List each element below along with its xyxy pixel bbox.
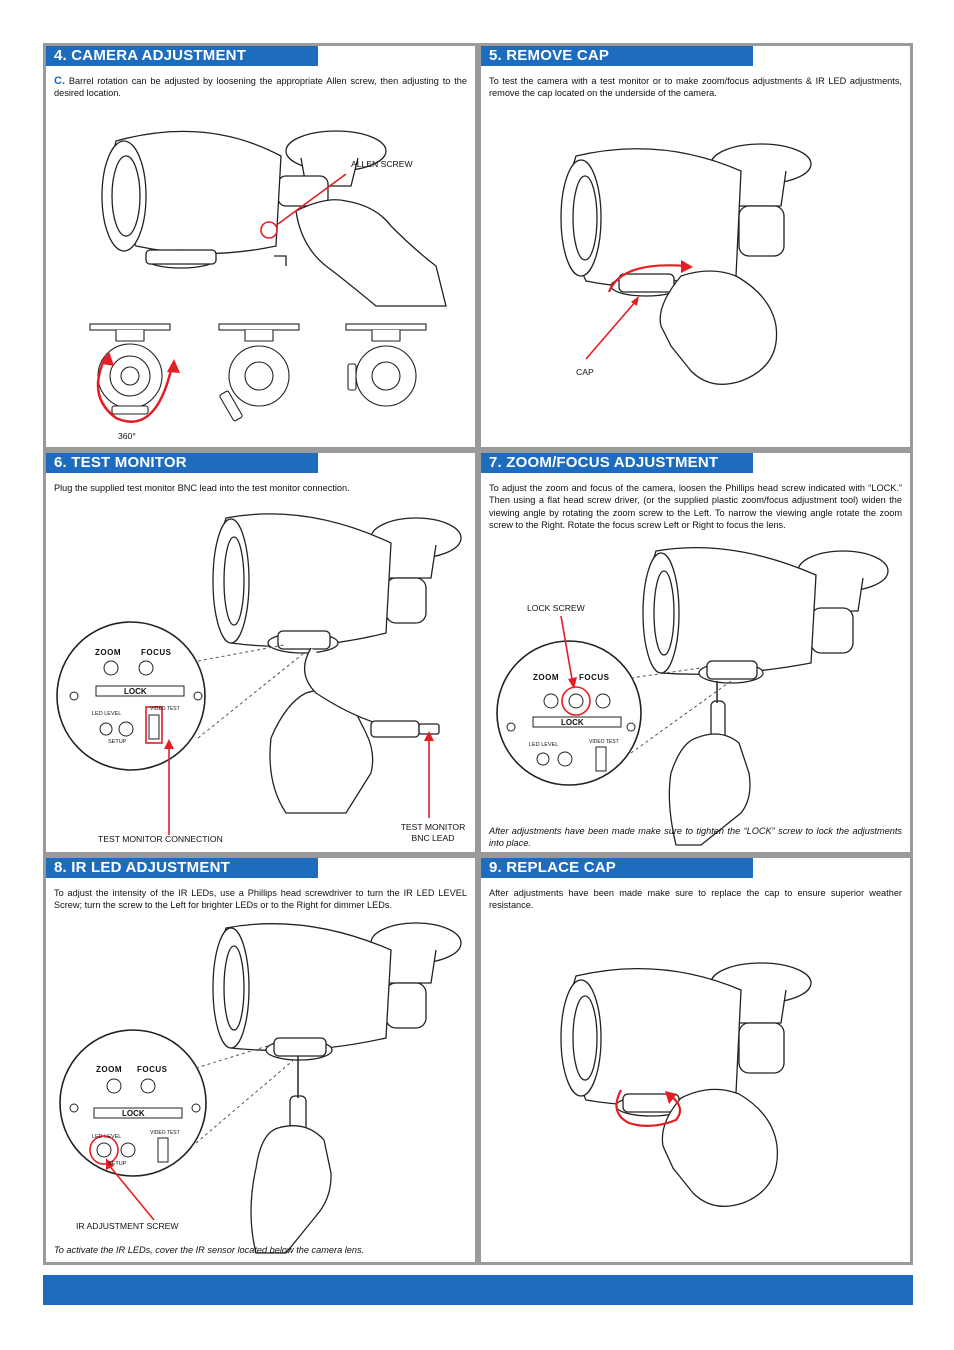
camera-illustration [59,922,462,1254]
camera-illustration [89,130,447,423]
cap-label: CAP [576,367,594,377]
lock-label: LOCK [124,687,147,696]
allen-screw-label: ALLEN SCREW [351,159,413,169]
section-replace-cap: 9. REPLACE CAP After adjustments have be… [481,858,910,1262]
section-footnote: After adjustments have been made make su… [489,826,902,849]
section-text: Plug the supplied test monitor BNC lead … [54,483,350,493]
camera-illustration [56,513,462,835]
section-text: C. Barrel rotation can be adjusted by lo… [54,75,467,100]
ir-adjustment-screw-label: IR ADJUSTMENT SCREW [76,1221,179,1231]
focus-label: FOCUS [579,673,610,682]
zoom-label: ZOOM [96,1065,122,1074]
led-level-label: LED LEVEL [92,1134,122,1140]
section-title: 7. ZOOM/FOCUS ADJUSTMENT [481,453,753,473]
setup-label: SETUP [108,739,127,745]
step-letter: C. [54,75,65,87]
section-title: 5. REMOVE CAP [481,46,753,66]
focus-label: FOCUS [137,1065,168,1074]
section-ir-led-adjustment: 8. IR LED ADJUSTMENT To adjust the inten… [46,858,475,1262]
footer-bar [43,1275,913,1305]
test-monitor-connection-label: TEST MONITOR CONNECTION [98,834,223,844]
zoom-label: ZOOM [533,673,559,682]
lock-label: LOCK [561,718,584,727]
lock-label: LOCK [122,1109,145,1118]
section-zoom-focus-adjustment: 7. ZOOM/FOCUS ADJUSTMENT To adjust the z… [481,453,910,852]
video-test-label: VIDEO TEST [150,706,180,712]
section-title: 6. TEST MONITOR [46,453,318,473]
section-footnote: To activate the IR LEDs, cover the IR se… [54,1245,365,1255]
video-test-label: VIDEO TEST [589,739,619,745]
led-level-label: LED LEVEL [529,742,559,748]
section-test-monitor: 6. TEST MONITOR Plug the supplied test m… [46,453,475,852]
bnc-lead-line1: TEST MONITOR [400,822,466,832]
lock-screw-label: LOCK SCREW [527,603,585,613]
camera-illustration [496,547,889,846]
setup-label: SETUP [108,1161,127,1167]
section-text: To adjust the zoom and focus of the came… [489,483,902,530]
section-camera-adjustment: 4. CAMERA ADJUSTMENT C. Barrel rotation … [46,46,475,447]
section-remove-cap: 5. REMOVE CAP To test the camera with a … [481,46,910,447]
section-title: 8. IR LED ADJUSTMENT [46,858,318,878]
section-title: 9. REPLACE CAP [481,858,753,878]
section-text: After adjustments have been made make su… [489,888,902,911]
led-level-label: LED LEVEL [92,711,122,717]
focus-label: FOCUS [141,648,172,657]
section-text: To test the camera with a test monitor o… [489,76,902,99]
section-text: To adjust the intensity of the IR LEDs, … [54,888,467,911]
video-test-label: VIDEO TEST [150,1130,180,1136]
zoom-label: ZOOM [95,648,121,657]
section-body: Barrel rotation can be adjusted by loose… [54,76,467,99]
camera-illustration [560,143,812,385]
bnc-lead-line2: BNC LEAD [411,833,455,843]
section-title: 4. CAMERA ADJUSTMENT [46,46,318,66]
rotation-label: 360° [118,431,136,441]
camera-illustration [560,962,812,1207]
